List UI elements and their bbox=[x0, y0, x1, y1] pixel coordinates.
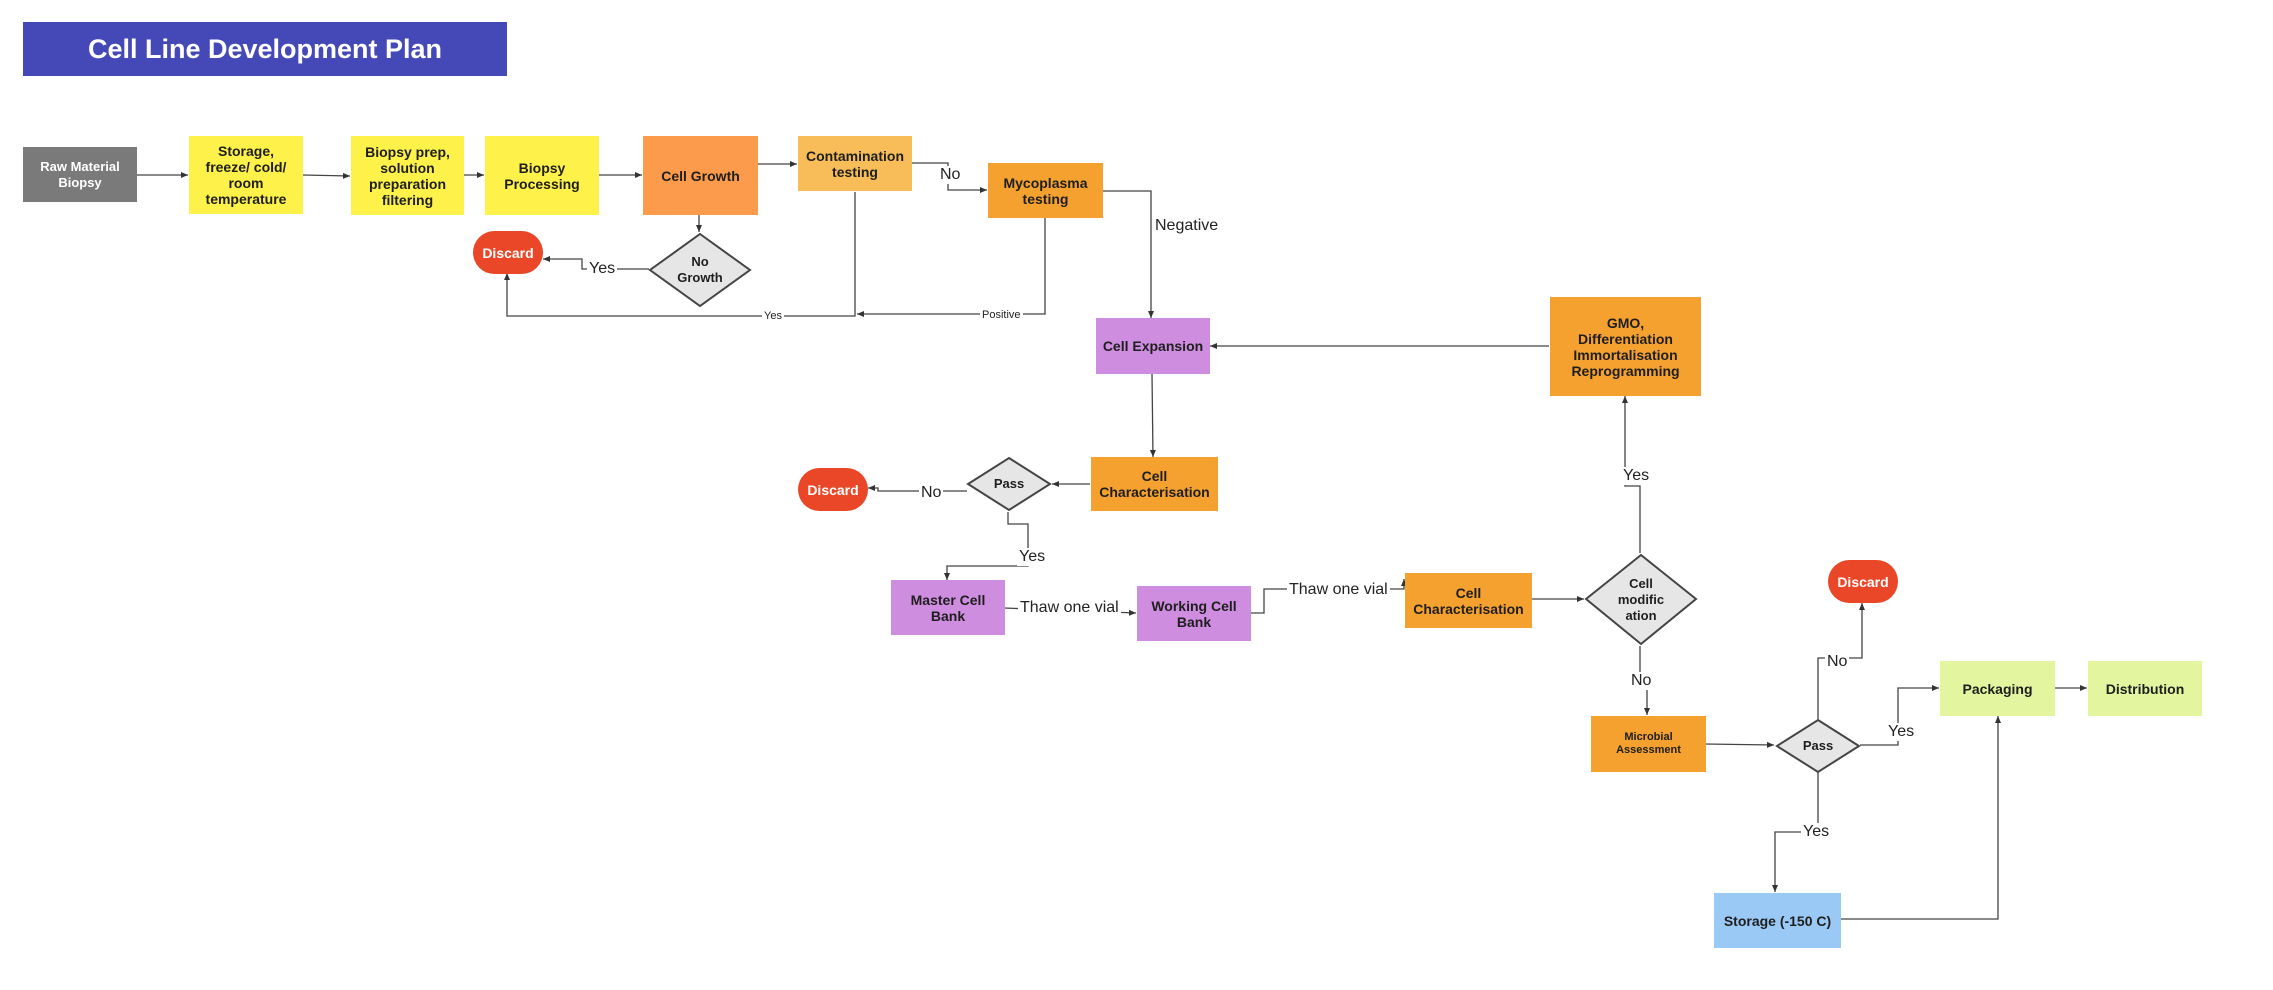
mycoplasma-label: Mycoplasma testing bbox=[1003, 174, 1088, 207]
edge-microbial-pass2 bbox=[1704, 741, 1775, 748]
discard-node-3[interactable]: Discard bbox=[1828, 560, 1898, 603]
cell-expansion-label: Cell Expansion bbox=[1102, 338, 1204, 354]
cell-growth-label: Cell Growth bbox=[661, 167, 740, 184]
no-growth-decision[interactable]: No Growth bbox=[648, 232, 752, 308]
cell-modification-decision[interactable]: Cell modific ation bbox=[1584, 553, 1698, 646]
storage-node[interactable]: Storage, freeze/ cold/ room temperature bbox=[189, 136, 303, 214]
discard-label-2: Discard bbox=[807, 481, 859, 498]
edge-storage150-packaging bbox=[1840, 716, 2001, 920]
master-cell-bank-node[interactable]: Master Cell Bank bbox=[891, 580, 1005, 635]
biopsy-processing-node[interactable]: Biopsy Processing bbox=[485, 136, 599, 215]
edge-storage-prep bbox=[302, 172, 351, 179]
edge-pass1-discard2 bbox=[868, 485, 967, 492]
discard-node-1[interactable]: Discard bbox=[473, 231, 543, 274]
raw-material-biopsy-node[interactable]: Raw Material Biopsy bbox=[23, 147, 137, 202]
discard-label-3: Discard bbox=[1837, 573, 1889, 590]
edge-label-no-modification: No bbox=[1629, 672, 1654, 690]
no-growth-label: No Growth bbox=[677, 254, 723, 285]
microbial-label: Microbial Assessment bbox=[1616, 731, 1681, 756]
edge-label-yes-discard: Yes bbox=[587, 260, 618, 278]
edge-mod-gmo bbox=[1622, 396, 1641, 553]
packaging-node[interactable]: Packaging bbox=[1940, 661, 2055, 716]
cell-char-label-2: Cell Characterisation bbox=[1413, 584, 1524, 617]
edge-label-positive: Positive bbox=[980, 309, 1023, 321]
edge-contam-yes bbox=[504, 192, 856, 317]
contamination-label: Contamination testing bbox=[806, 147, 904, 180]
distribution-node[interactable]: Distribution bbox=[2088, 661, 2202, 716]
edge-label-yes-pass2: Yes bbox=[1886, 723, 1917, 741]
edge-expansion-char1 bbox=[1149, 373, 1156, 458]
edge-working-char2 bbox=[1250, 579, 1407, 614]
working-bank-label: Working Cell Bank bbox=[1151, 597, 1237, 630]
cell-characterisation-node-2[interactable]: Cell Characterisation bbox=[1405, 573, 1532, 628]
pass-label-1: Pass bbox=[993, 476, 1025, 491]
pass-decision-2[interactable]: Pass bbox=[1775, 718, 1861, 774]
edge-myco-expansion bbox=[1103, 190, 1154, 318]
cell-modification-label: Cell modific ation bbox=[1617, 575, 1665, 623]
discard-node-2[interactable]: Discard bbox=[798, 468, 868, 511]
cell-expansion-node[interactable]: Cell Expansion bbox=[1096, 318, 1210, 374]
discard-label-1: Discard bbox=[482, 244, 534, 261]
pass-decision-1[interactable]: Pass bbox=[966, 456, 1052, 512]
pass-label-2: Pass bbox=[1802, 738, 1834, 753]
edge-label-thaw-2: Thaw one vial bbox=[1287, 581, 1390, 599]
edge-label-no-contamination: No bbox=[938, 166, 963, 184]
edge-label-yes-storage: Yes bbox=[1801, 823, 1832, 841]
edge-label-yes-pass1: Yes bbox=[1017, 548, 1048, 566]
biopsy-prep-label: Biopsy prep, solution preparation filter… bbox=[365, 143, 450, 208]
storage-150-label: Storage (-150 C) bbox=[1723, 912, 1832, 929]
edge-label-yes-contamination: Yes bbox=[762, 310, 784, 322]
diagram-title: Cell Line Development Plan bbox=[23, 22, 507, 76]
edge-label-negative: Negative bbox=[1153, 217, 1221, 235]
gmo-node[interactable]: GMO, Differentiation Immortalisation Rep… bbox=[1550, 297, 1701, 396]
master-bank-label: Master Cell Bank bbox=[910, 591, 986, 624]
gmo-label: GMO, Differentiation Immortalisation Rep… bbox=[1571, 314, 1680, 379]
edge-pass1-master bbox=[944, 512, 1029, 580]
edge-label-no-pass2: No bbox=[1825, 653, 1850, 671]
cell-growth-node[interactable]: Cell Growth bbox=[643, 136, 758, 215]
storage-150-node[interactable]: Storage (-150 C) bbox=[1714, 893, 1841, 948]
mycoplasma-testing-node[interactable]: Mycoplasma testing bbox=[988, 163, 1103, 218]
edge-myco-positive bbox=[857, 217, 1046, 317]
biopsy-processing-label: Biopsy Processing bbox=[504, 159, 580, 192]
edge-label-thaw-1: Thaw one vial bbox=[1018, 599, 1121, 617]
raw-material-label: Raw Material Biopsy bbox=[40, 158, 120, 190]
edge-label-no-pass1: No bbox=[919, 484, 944, 502]
edge-label-yes-modification: Yes bbox=[1621, 467, 1652, 485]
microbial-assessment-node[interactable]: Microbial Assessment bbox=[1591, 716, 1706, 772]
cell-characterisation-node-1[interactable]: Cell Characterisation bbox=[1091, 457, 1218, 511]
biopsy-prep-node[interactable]: Biopsy prep, solution preparation filter… bbox=[351, 136, 464, 215]
working-cell-bank-node[interactable]: Working Cell Bank bbox=[1137, 586, 1251, 641]
cell-char-label-1: Cell Characterisation bbox=[1099, 468, 1210, 500]
edge-pass2-storage150 bbox=[1772, 772, 1819, 892]
storage-label: Storage, freeze/ cold/ room temperature bbox=[205, 143, 287, 207]
contamination-testing-node[interactable]: Contamination testing bbox=[798, 136, 912, 191]
edge-pass2-packaging bbox=[1860, 685, 1939, 746]
packaging-label: Packaging bbox=[1962, 680, 2033, 697]
distribution-label: Distribution bbox=[2105, 680, 2185, 697]
